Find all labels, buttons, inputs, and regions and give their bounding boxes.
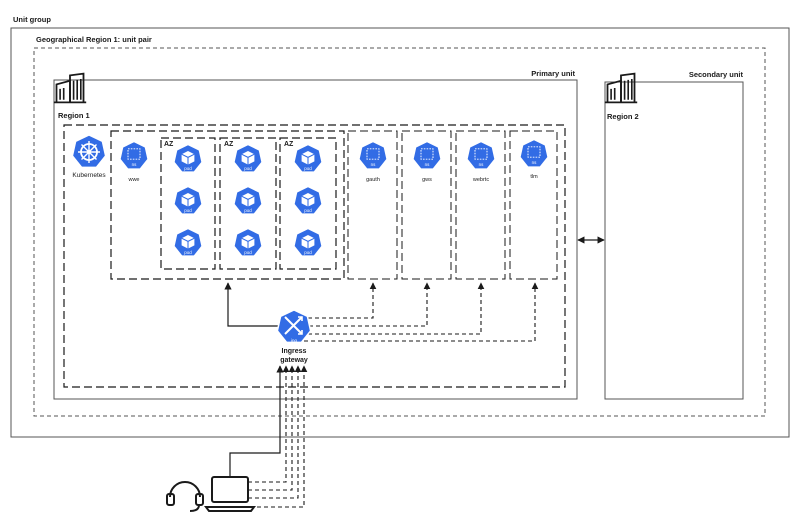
region2-label: Region 2 bbox=[607, 112, 639, 121]
client-dashed-arrow bbox=[250, 365, 308, 508]
geo-region-label: Geographical Region 1: unit pair bbox=[36, 35, 152, 44]
secondary-unit-box bbox=[604, 81, 744, 400]
pod-label: pod bbox=[304, 208, 312, 213]
ns-box-gauth bbox=[347, 130, 398, 280]
primary-unit-box bbox=[53, 79, 578, 400]
ns-label-gws: gws bbox=[422, 177, 432, 183]
ing-label: ing bbox=[291, 338, 298, 343]
client-dashed-arrow bbox=[248, 365, 290, 483]
pod-label: pod bbox=[184, 166, 192, 171]
geo-region-box bbox=[33, 47, 766, 417]
ingress-to-cluster-arrow bbox=[224, 282, 278, 327]
cluster-box bbox=[110, 130, 345, 280]
az-box bbox=[279, 137, 337, 270]
az-label: AZ bbox=[284, 141, 294, 148]
ns-label-webrtc: webrtc bbox=[472, 177, 489, 183]
kubernetes-icon bbox=[71, 134, 107, 169]
ns-label-gauth: gauth bbox=[366, 177, 380, 183]
az-box bbox=[219, 137, 277, 270]
client-to-ingress-arrow bbox=[229, 365, 284, 476]
region1-label: Region 1 bbox=[58, 111, 90, 120]
laptop-icon bbox=[204, 476, 256, 512]
primary-unit-label: Primary unit bbox=[531, 69, 575, 78]
pod-label: pod bbox=[244, 166, 252, 171]
ns-badge-label: ns bbox=[371, 162, 377, 167]
ingress-label-line1: Ingress bbox=[282, 348, 307, 355]
kubernetes-label: Kubernetes bbox=[72, 172, 106, 179]
pod-label: pod bbox=[304, 166, 312, 171]
ingress-label-line2: gateway bbox=[280, 357, 308, 364]
ingress-to-tlm-arrow bbox=[304, 282, 539, 342]
building-icon bbox=[603, 72, 639, 104]
unit-group-label: Unit group bbox=[13, 15, 51, 24]
ns-box-tlm bbox=[509, 130, 558, 280]
pod-label: pod bbox=[184, 208, 192, 213]
client-dashed-arrow bbox=[248, 365, 296, 491]
pod-label: pod bbox=[244, 208, 252, 213]
ns-badge-label: ns bbox=[132, 162, 138, 167]
building-icon bbox=[52, 72, 88, 104]
ingress-to-webrtc-arrow bbox=[308, 282, 485, 335]
headset-icon bbox=[166, 481, 204, 512]
ns-badge-label: ns bbox=[479, 162, 485, 167]
ns-badge-label: ns bbox=[532, 160, 538, 165]
ns-label-wwe: wwe bbox=[127, 177, 139, 183]
ns-label-tlm: tlm bbox=[530, 174, 538, 180]
az-label: AZ bbox=[164, 141, 174, 148]
ns-box-webrtc bbox=[455, 130, 506, 280]
az-box bbox=[160, 137, 216, 270]
secondary-unit-label: Secondary unit bbox=[689, 70, 744, 79]
pod-label: pod bbox=[304, 250, 312, 255]
pod-label: pod bbox=[244, 250, 252, 255]
az-label: AZ bbox=[224, 141, 234, 148]
ingress-icon bbox=[276, 309, 312, 344]
region1-box bbox=[63, 124, 566, 388]
client-dashed-arrow bbox=[248, 365, 302, 499]
ingress-to-gauth-arrow bbox=[308, 282, 377, 319]
pod-label: pod bbox=[184, 250, 192, 255]
unit-group-box bbox=[10, 27, 790, 438]
ingress-to-gws-arrow bbox=[309, 282, 431, 327]
ns-box-gws bbox=[401, 130, 452, 280]
ns-badge-label: ns bbox=[425, 162, 431, 167]
